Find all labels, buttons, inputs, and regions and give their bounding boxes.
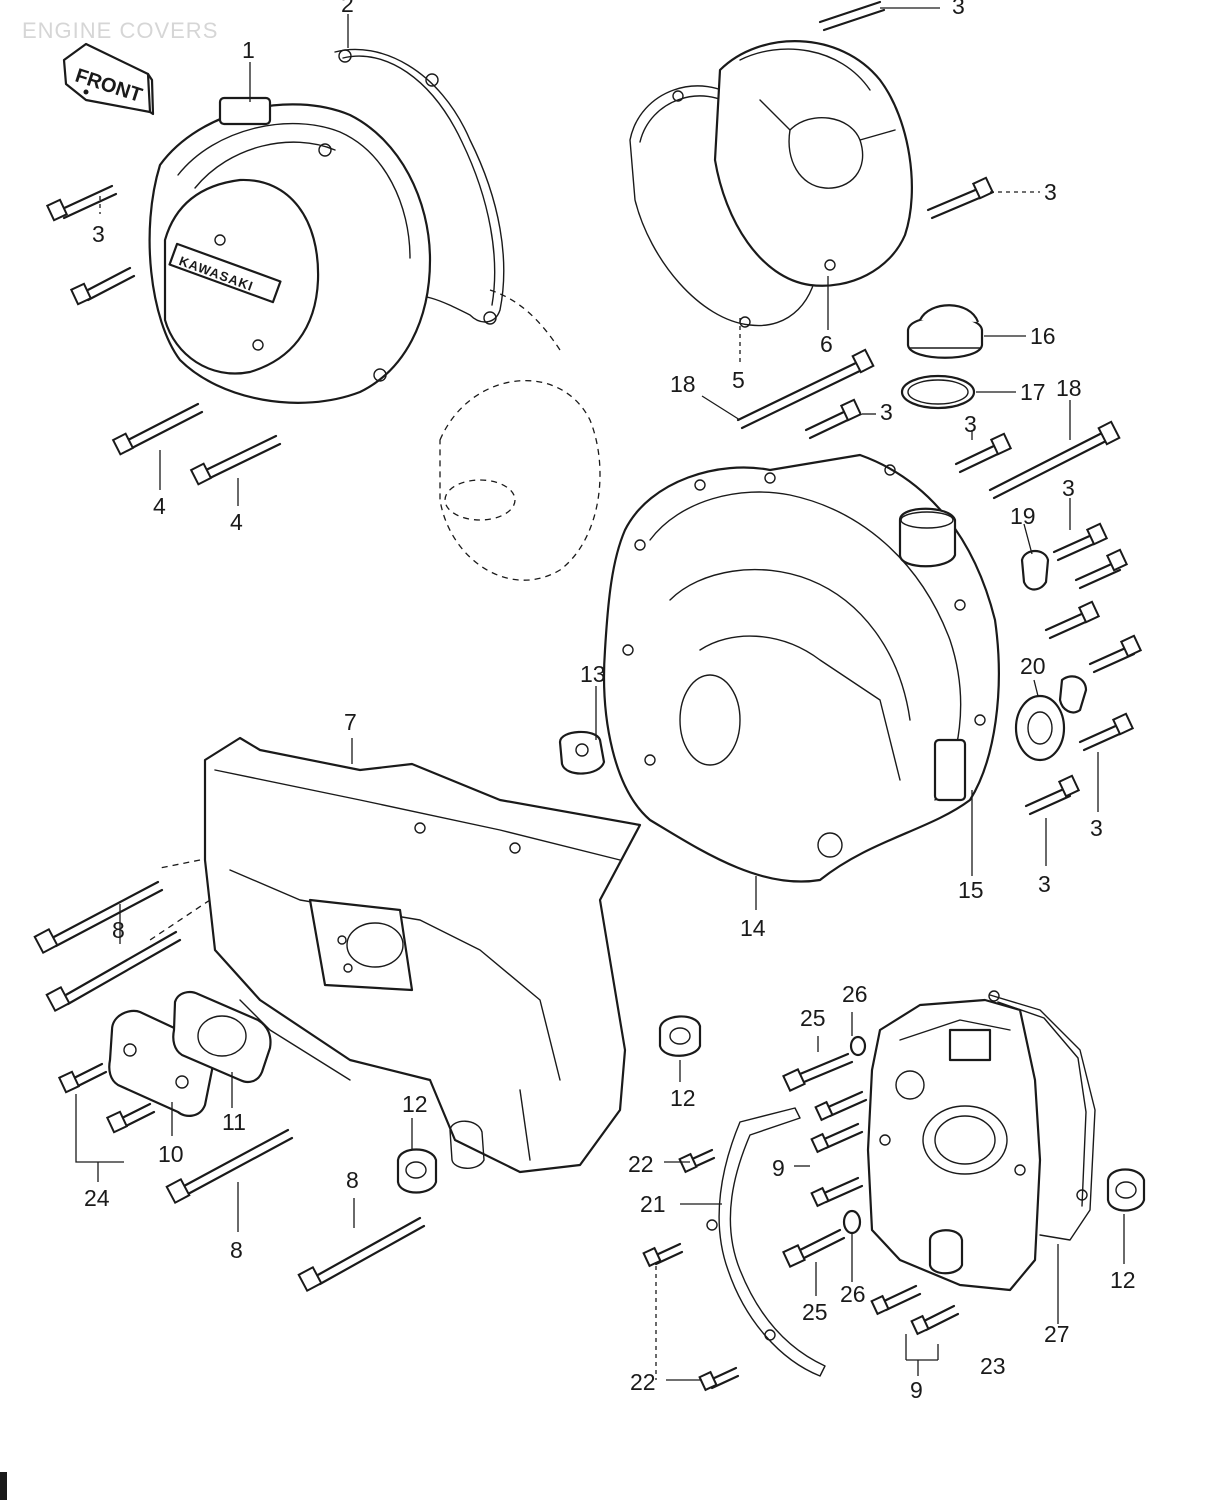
front-tag: FRONT — [62, 42, 155, 116]
callout-17: 17 — [1020, 379, 1046, 405]
callout-19: 19 — [1010, 503, 1036, 529]
part-21-gasket — [706, 1107, 826, 1377]
callout-25-a: 25 — [800, 1005, 826, 1031]
part-11-gasket — [172, 991, 272, 1083]
callout-11: 11 — [222, 1109, 246, 1135]
callout-8-b: 8 — [230, 1237, 243, 1263]
bolts-4 — [111, 402, 282, 486]
bolts-18 — [736, 348, 1121, 500]
callout-12-c: 12 — [1110, 1267, 1136, 1293]
bolts-3-upper — [818, 0, 995, 220]
callout-4-b: 4 — [230, 509, 243, 535]
callout-9-a: 9 — [772, 1155, 785, 1181]
callout-8-c: 8 — [346, 1167, 359, 1193]
phantom-cover — [439, 289, 601, 581]
part-15-bracket — [933, 738, 967, 802]
part-27-gasket — [988, 990, 1096, 1241]
callout-12-b: 12 — [402, 1091, 428, 1117]
callout-3-ring: 3 — [964, 411, 977, 437]
callout-5: 5 — [732, 367, 745, 393]
part-2-gasket — [334, 48, 505, 325]
page-edge-mark — [0, 1472, 7, 1500]
callout-23: 23 — [980, 1353, 1006, 1379]
callout-3-right-a: 3 — [1062, 475, 1075, 501]
callout-3-top: 3 — [952, 0, 965, 19]
bolts-3-right — [1024, 522, 1143, 816]
callout-26-b: 26 — [840, 1281, 866, 1307]
callout-13: 13 — [580, 661, 606, 687]
part-6-upper-cover — [713, 40, 913, 287]
callout-3-left: 3 — [92, 221, 105, 247]
callout-15: 15 — [958, 877, 984, 903]
callout-4-a: 4 — [153, 493, 166, 519]
callout-9-b: 9 — [910, 1377, 923, 1403]
diagram-title: ENGINE COVERS — [22, 18, 218, 43]
callout-2: 2 — [341, 0, 354, 17]
callout-18-a: 18 — [670, 371, 696, 397]
bolts-9-22-25 — [642, 1035, 960, 1392]
callout-18-b: 18 — [1056, 375, 1082, 401]
callout-3-right-c: 3 — [1038, 871, 1051, 897]
part-17-o-ring — [900, 374, 976, 410]
part-13-plug — [558, 730, 606, 775]
bolts-3-middle — [804, 398, 1013, 474]
part-23-right-cover — [866, 998, 1042, 1292]
bolts-8 — [33, 880, 426, 1293]
part-7-lower-cover — [149, 736, 642, 1174]
callout-26-a: 26 — [842, 981, 868, 1007]
callout-22-a: 22 — [628, 1151, 654, 1177]
callout-3-mid: 3 — [880, 399, 893, 425]
part-1-left-cover: KAWASAKI — [148, 96, 432, 404]
bolts-24 — [57, 1062, 156, 1134]
bolts-3-left — [45, 184, 136, 306]
callout-21: 21 — [640, 1191, 666, 1217]
callout-1: 1 — [242, 37, 255, 63]
callout-7: 7 — [344, 709, 357, 735]
callout-3-right-b: 3 — [1090, 815, 1103, 841]
part-19-washer — [1020, 549, 1050, 591]
part-16-oil-cap — [906, 304, 984, 359]
callout-16: 16 — [1030, 323, 1056, 349]
callout-24: 24 — [84, 1185, 110, 1211]
callout-14: 14 — [740, 915, 766, 941]
callout-22-b: 22 — [630, 1369, 656, 1395]
callout-27: 27 — [1044, 1321, 1070, 1347]
part-12-plugs — [396, 1015, 1146, 1212]
callout-3-upper-right: 3 — [1044, 179, 1057, 205]
part-14-clutch-cover — [602, 453, 1000, 883]
callout-8-a: 8 — [112, 917, 125, 943]
callout-12-a: 12 — [670, 1085, 696, 1111]
callout-10: 10 — [158, 1141, 184, 1167]
callout-20: 20 — [1020, 653, 1046, 679]
part-20-seal — [1014, 675, 1088, 762]
callout-6: 6 — [820, 331, 833, 357]
callout-labels: 1 2 3 3 3 3 3 3 3 3 3 4 4 5 6 7 8 8 8 9 … — [84, 0, 1136, 1403]
leader-lines — [75, 7, 1125, 1381]
callout-25-b: 25 — [802, 1299, 828, 1325]
front-tag-text: FRONT — [72, 65, 144, 107]
